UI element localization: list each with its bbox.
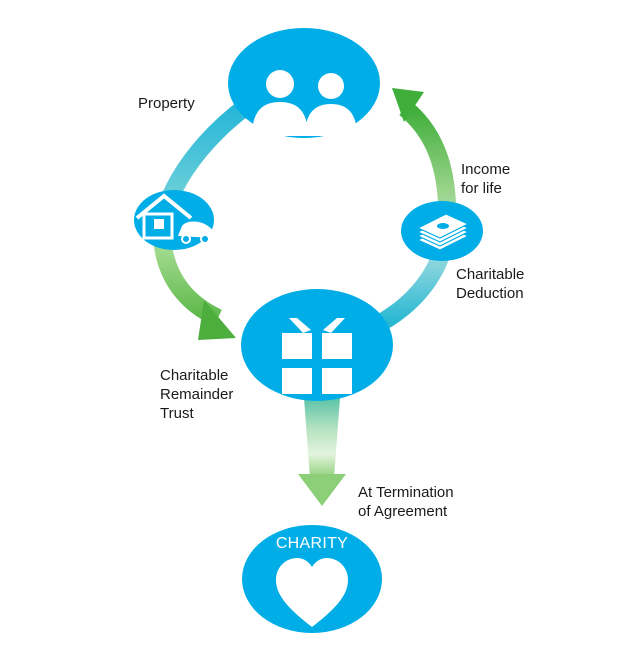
donors-node <box>228 28 380 138</box>
termination-label-line-2: of Agreement <box>358 503 448 520</box>
deduction-label: Charitable Deduction <box>456 265 524 303</box>
charity-node: CHARITY <box>242 525 382 633</box>
trust-label: Charitable Remainder Trust <box>160 366 233 423</box>
charity-label: CHARITY <box>276 535 348 552</box>
money-stack-icon <box>416 213 470 251</box>
house-car-icon <box>135 193 213 244</box>
property-node <box>134 190 214 250</box>
deduction-node <box>401 201 483 261</box>
arrow-trust-to-charity <box>298 398 346 506</box>
heart-icon <box>276 558 348 627</box>
property-label-text: Property <box>138 95 195 112</box>
trust-label-line-3: Trust <box>160 405 194 422</box>
property-label: Property <box>138 94 195 113</box>
trust-node <box>241 289 393 401</box>
trust-label-line-2: Remainder <box>160 386 234 403</box>
gift-icon <box>282 318 352 394</box>
income-label-line-2: for life <box>461 180 502 197</box>
deduction-label-line-1: Charitable <box>456 266 525 283</box>
trust-label-line-1: Charitable <box>160 367 229 384</box>
income-label: Income for life <box>461 160 510 198</box>
termination-label-line-1: At Termination <box>358 484 454 501</box>
income-label-line-1: Income <box>461 161 511 178</box>
termination-label: At Termination of Agreement <box>358 483 454 521</box>
deduction-label-line-2: Deduction <box>456 285 524 302</box>
people-icon <box>252 70 357 136</box>
